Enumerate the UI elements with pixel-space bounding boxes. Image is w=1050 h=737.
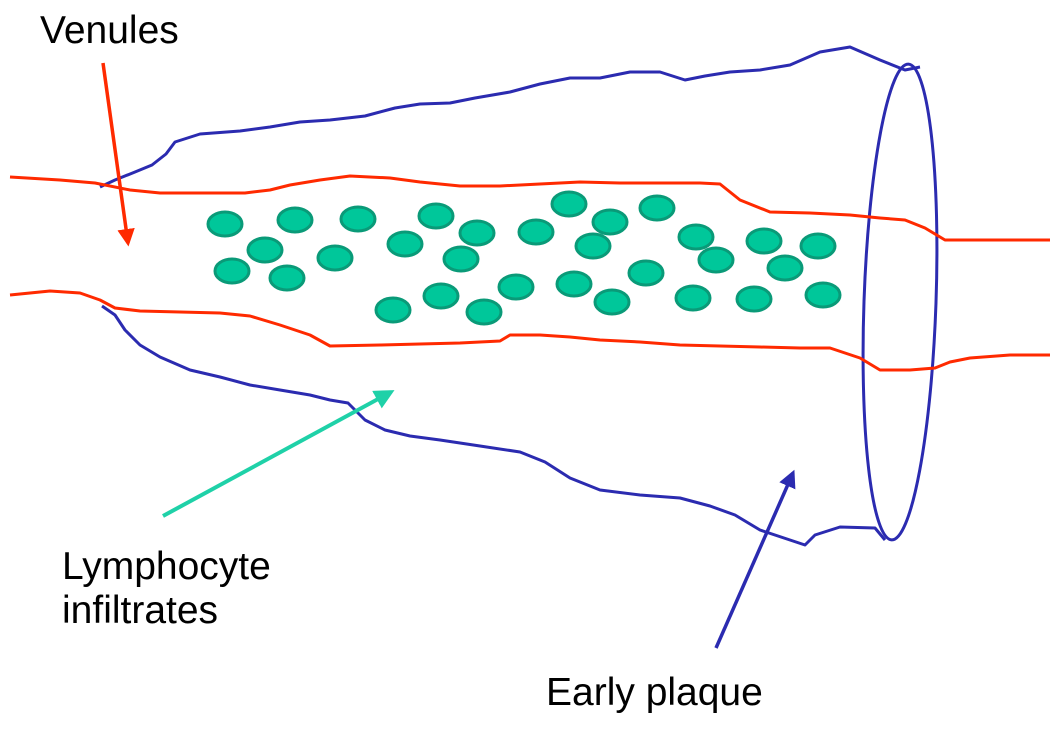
lymphocyte-cells: [208, 192, 840, 324]
lymphocyte-cell: [640, 196, 674, 220]
early-plaque-label: Early plaque: [546, 671, 763, 715]
lymphocyte-cell: [248, 238, 282, 262]
lymphocyte-label-line1: Lymphocyte: [62, 545, 271, 589]
lymphocyte-cell: [629, 261, 663, 285]
lymphocyte-cell: [419, 204, 453, 228]
lymphocyte-cell: [270, 266, 304, 290]
lymphocyte-cell: [593, 210, 627, 234]
early-plaque-arrow: [716, 473, 793, 648]
lymphocyte-cell: [208, 212, 242, 236]
lymphocyte-cell: [699, 248, 733, 272]
lymphocyte-cell: [467, 300, 501, 324]
plaque-outline-top: [100, 47, 920, 187]
lymphocyte-cell: [576, 234, 610, 258]
lymphocyte-cell: [278, 208, 312, 232]
lymphocyte-cell: [341, 207, 375, 231]
lymphocyte-cell: [679, 225, 713, 249]
lymphocyte-cell: [768, 256, 802, 280]
lymphocyte-infiltrates-label: Lymphocyte infiltrates: [62, 545, 271, 633]
venules-label: Venules: [40, 9, 179, 53]
lymphocyte-arrow: [163, 392, 391, 516]
lymphocyte-cell: [318, 246, 352, 270]
lymphocyte-cell: [801, 234, 835, 258]
lymphocyte-cell: [519, 220, 553, 244]
lymphocyte-cell: [676, 286, 710, 310]
lymphocyte-cell: [747, 229, 781, 253]
lymphocyte-cell: [388, 232, 422, 256]
lymphocyte-cell: [806, 283, 840, 307]
lymphocyte-cell: [557, 272, 591, 296]
lymphocyte-cell: [595, 290, 629, 314]
lymphocyte-cell: [215, 259, 249, 283]
lymphocyte-cell: [737, 287, 771, 311]
lymphocyte-cell: [499, 275, 533, 299]
lymphocyte-cell: [460, 221, 494, 245]
lymphocyte-cell: [376, 298, 410, 322]
lymphocyte-cell: [424, 284, 458, 308]
lymphocyte-cell: [552, 192, 586, 216]
lymphocyte-label-line2: infiltrates: [62, 589, 271, 633]
lymphocyte-cell: [444, 247, 478, 271]
venules-arrow: [103, 63, 128, 243]
plaque-opening-ellipse: [856, 63, 945, 541]
